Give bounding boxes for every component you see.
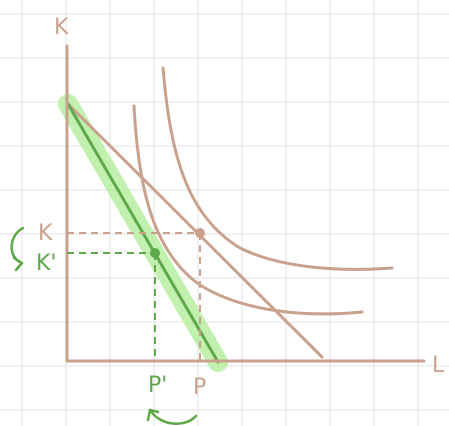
original-optimum-point — [195, 228, 205, 238]
new-optimum-point — [150, 248, 160, 258]
original-budget-line — [66, 102, 324, 359]
curved-arrow-icon-p — [148, 408, 198, 425]
p-new-label: P' — [148, 373, 167, 398]
k-original-label: K — [38, 221, 53, 246]
x-axis-label: L — [432, 353, 445, 378]
p-original-label: P — [193, 375, 206, 400]
curved-arrow-head-k — [12, 256, 24, 272]
isoquant-upper — [161, 66, 394, 271]
y-axis-label: K — [54, 15, 69, 40]
k-new-label: K' — [36, 251, 56, 276]
curved-arrow-head-p — [146, 408, 160, 422]
